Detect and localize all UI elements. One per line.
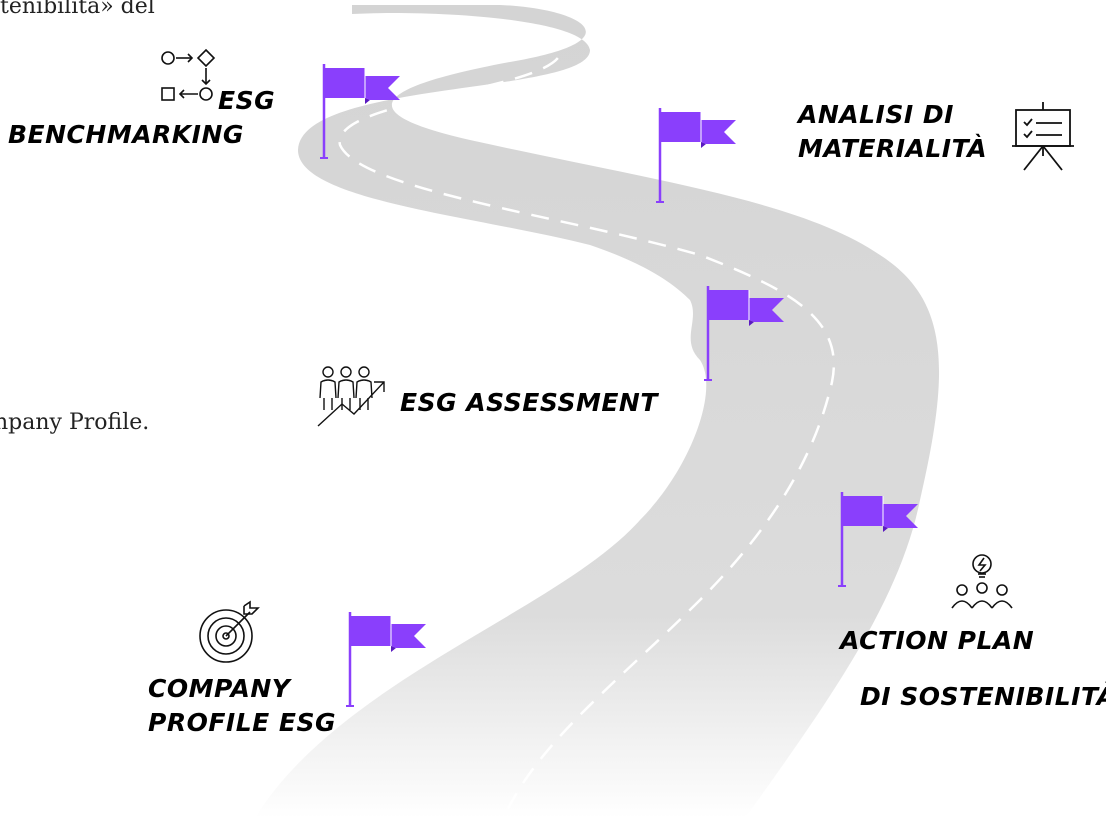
target-icon (196, 600, 262, 666)
milestone-flag (320, 64, 400, 159)
milestone-flag (656, 108, 736, 203)
process-flow-icon (156, 46, 220, 110)
intro-fragment-middle: npany Profile. (0, 410, 150, 435)
step-label-esg-benchmarking: ESG (218, 86, 276, 115)
step-label-company-profile: COMPANY PROFILE ESG (148, 674, 337, 737)
road-surface (255, 5, 940, 818)
road-center-dash (338, 22, 836, 816)
step-label-analisi-materialita: ANALISI DI MATERIALITÀ (798, 100, 988, 163)
milestone-flag (704, 286, 784, 381)
milestone-flag (838, 492, 918, 587)
step-label-action-plan: ACTION PLAN (840, 626, 1035, 655)
team-growth-icon (312, 364, 396, 430)
intro-fragment-top: tenibilità» del (0, 0, 155, 19)
milestone-flag (346, 612, 426, 707)
step-label-esg-benchmarking-line2: BENCHMARKING (8, 120, 244, 149)
step-label-action-plan-line2: DI SOSTENIBILITÀ (860, 682, 1106, 711)
team-idea-icon (946, 552, 1018, 614)
step-label-esg-assessment: ESG ASSESSMENT (400, 388, 658, 417)
presentation-board-icon (1010, 100, 1076, 176)
